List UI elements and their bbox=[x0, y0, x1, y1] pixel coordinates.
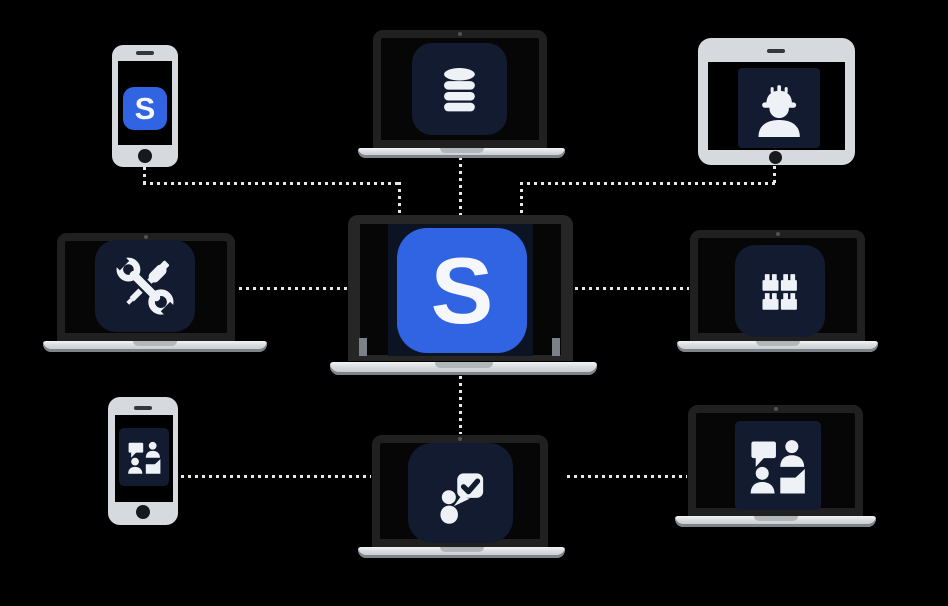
laptop-hub-center: S bbox=[330, 215, 597, 375]
webcam-dot bbox=[144, 235, 148, 239]
tablet-speaker bbox=[767, 49, 785, 53]
tablet-top-right bbox=[698, 38, 855, 165]
s-logo-app-icon: S bbox=[123, 87, 167, 130]
connector-middle-right bbox=[575, 287, 689, 290]
laptop-base bbox=[43, 341, 267, 352]
stacked-boxes-icon bbox=[762, 273, 798, 310]
hinge-highlight-right bbox=[552, 338, 560, 356]
connector-tablet-tr-horizontal bbox=[520, 182, 776, 185]
connector-tablet-tr-stub bbox=[773, 166, 776, 183]
connector-bottom-left bbox=[181, 475, 371, 478]
laptop-base bbox=[358, 148, 565, 158]
laptop-bottom-right bbox=[675, 405, 876, 527]
laptop-middle-right bbox=[677, 230, 878, 352]
brand-letter: S bbox=[430, 237, 494, 343]
discussion-app-panel bbox=[119, 428, 169, 486]
database-icon bbox=[444, 68, 475, 112]
phone-home-button bbox=[136, 505, 150, 519]
webcam-dot bbox=[775, 232, 780, 236]
hinge-highlight-left bbox=[359, 338, 367, 356]
phone-speaker bbox=[136, 51, 154, 55]
connector-phone-tl-drop bbox=[398, 182, 401, 215]
smartphone-top-left: S bbox=[112, 45, 178, 167]
person-check-message-icon bbox=[440, 473, 483, 524]
connector-bottom-center-vertical bbox=[459, 376, 462, 434]
discussion-app-panel bbox=[735, 421, 821, 510]
wrench-screwdriver-icon bbox=[110, 252, 180, 320]
phone-home-button bbox=[138, 149, 152, 163]
laptop-base bbox=[358, 547, 565, 558]
database-app-panel bbox=[412, 43, 507, 135]
worker-app-panel bbox=[738, 68, 820, 148]
connector-laptop-tc-vertical bbox=[459, 157, 462, 215]
tools-app-panel bbox=[95, 240, 195, 332]
webcam-dot bbox=[458, 32, 462, 36]
laptop-bottom-center bbox=[358, 435, 565, 558]
tablet-home-button bbox=[769, 151, 782, 164]
connector-tablet-tr-drop bbox=[520, 182, 523, 215]
laptop-base bbox=[675, 516, 876, 527]
smartphone-bottom-left bbox=[108, 397, 178, 525]
brand-letter: S bbox=[134, 91, 156, 126]
laptop-base bbox=[330, 362, 597, 375]
connector-middle-left bbox=[239, 287, 347, 290]
inventory-app-panel bbox=[735, 245, 825, 337]
connector-phone-tl-horizontal bbox=[143, 182, 401, 185]
laptop-base bbox=[677, 341, 878, 352]
phone-speaker bbox=[134, 406, 152, 410]
connector-bottom-right bbox=[567, 475, 687, 478]
team-discussion-icon bbox=[750, 440, 805, 494]
s-logo-app-icon: S bbox=[397, 228, 527, 353]
laptop-middle-left bbox=[43, 233, 267, 352]
approval-chat-app-panel bbox=[408, 443, 513, 543]
webcam-dot bbox=[773, 407, 778, 411]
connector-phone-tl-stub bbox=[143, 167, 146, 184]
team-discussion-icon bbox=[127, 441, 160, 474]
laptop-top-center bbox=[358, 30, 565, 158]
webcam-dot bbox=[458, 437, 462, 441]
construction-worker-icon bbox=[758, 84, 800, 137]
